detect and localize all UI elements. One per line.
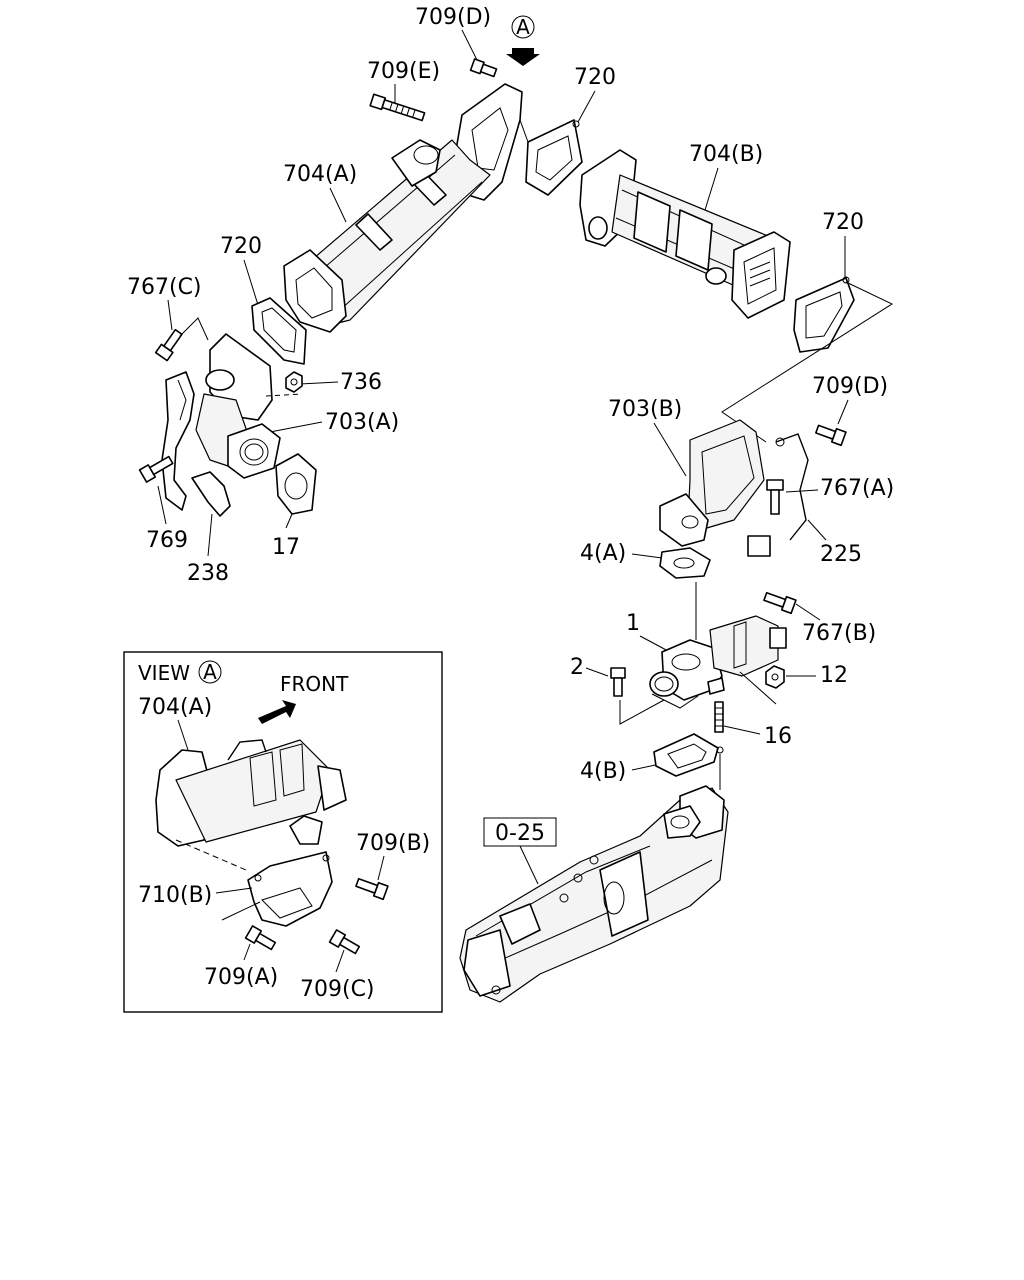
part-736-nut: 736 bbox=[285, 370, 382, 395]
label-17: 17 bbox=[272, 535, 300, 560]
view-a-marker: A bbox=[506, 15, 540, 66]
part-2-bolt: 2 bbox=[570, 655, 626, 697]
part-heat-shield bbox=[161, 371, 231, 517]
view-title-marker: A bbox=[203, 660, 217, 684]
view-label-709c: 709(C) bbox=[300, 977, 375, 1002]
part-4a-gasket: 4(A) bbox=[580, 541, 711, 579]
label-2: 2 bbox=[570, 655, 584, 680]
label-720-top: 720 bbox=[574, 65, 616, 90]
part-704a-cooler: 704(A) bbox=[283, 83, 523, 333]
label-703b: 703(B) bbox=[608, 397, 682, 422]
part-767b: 767(B) bbox=[763, 591, 876, 646]
view-label-709b: 709(B) bbox=[356, 831, 430, 856]
view-a-marker-letter: A bbox=[516, 15, 530, 39]
label-1: 1 bbox=[626, 611, 640, 636]
part-16-stud: 16 bbox=[714, 701, 792, 749]
label-4b: 4(B) bbox=[580, 759, 626, 784]
label-767b: 767(B) bbox=[802, 621, 876, 646]
label-703a: 703(A) bbox=[325, 410, 399, 435]
label-225: 225 bbox=[820, 542, 862, 567]
sensor-connector-icon bbox=[747, 535, 771, 557]
view-label-709a: 709(A) bbox=[204, 965, 278, 990]
part-709d-top: 709(D) bbox=[415, 5, 498, 78]
label-767c: 767(C) bbox=[127, 275, 202, 300]
label-709e: 709(E) bbox=[367, 59, 440, 84]
part-709d-right: 709(D) bbox=[812, 374, 888, 447]
part-704b-cooler: 704(B) bbox=[579, 142, 791, 319]
view-label-710b: 710(B) bbox=[138, 883, 212, 908]
label-704b: 704(B) bbox=[689, 142, 763, 167]
label-12: 12 bbox=[820, 663, 848, 688]
label-709d-right: 709(D) bbox=[812, 374, 888, 399]
part-12-nut: 12 bbox=[765, 663, 848, 689]
part-720-top-gasket: 720 bbox=[525, 65, 616, 196]
part-720-right-gasket: 720 bbox=[793, 210, 864, 353]
label-4a: 4(A) bbox=[580, 541, 626, 566]
part-703b-pipe: 703(B) bbox=[608, 397, 809, 557]
part-703a-pipe: 703(A) bbox=[195, 333, 399, 479]
label-709d-top: 709(D) bbox=[415, 5, 491, 30]
view-a-inset: VIEW A FRONT 704(A) 709(B) 710(B) bbox=[123, 651, 443, 1013]
label-736: 736 bbox=[340, 370, 382, 395]
label-704a: 704(A) bbox=[283, 162, 357, 187]
part-17-gasket: 17 bbox=[272, 453, 317, 560]
part-720-left-gasket: 720 bbox=[220, 234, 307, 365]
part-767c: 767(C) bbox=[127, 275, 209, 362]
part-intake-manifold: 0-25 bbox=[459, 785, 729, 1003]
label-769: 769 bbox=[146, 528, 188, 553]
down-arrow-icon bbox=[506, 48, 540, 66]
label-238: 238 bbox=[187, 561, 229, 586]
view-title: VIEW bbox=[138, 661, 190, 685]
label-720-left: 720 bbox=[220, 234, 262, 259]
part-767a: 767(A) bbox=[766, 476, 894, 515]
view-label-704a: 704(A) bbox=[138, 695, 212, 720]
front-arrow-icon bbox=[258, 700, 296, 724]
front-label: FRONT bbox=[280, 672, 349, 696]
part-769-bolt: 769 bbox=[138, 455, 188, 553]
view-a-frame bbox=[123, 651, 443, 1013]
label-720-right: 720 bbox=[822, 210, 864, 235]
part-4b-gasket: 4(B) bbox=[580, 733, 724, 784]
label-16: 16 bbox=[764, 724, 792, 749]
part-1-egr-valve: 1 bbox=[626, 611, 787, 709]
label-025: 0-25 bbox=[495, 821, 545, 846]
part-709e: 709(E) bbox=[367, 59, 440, 122]
label-767a: 767(A) bbox=[820, 476, 894, 501]
